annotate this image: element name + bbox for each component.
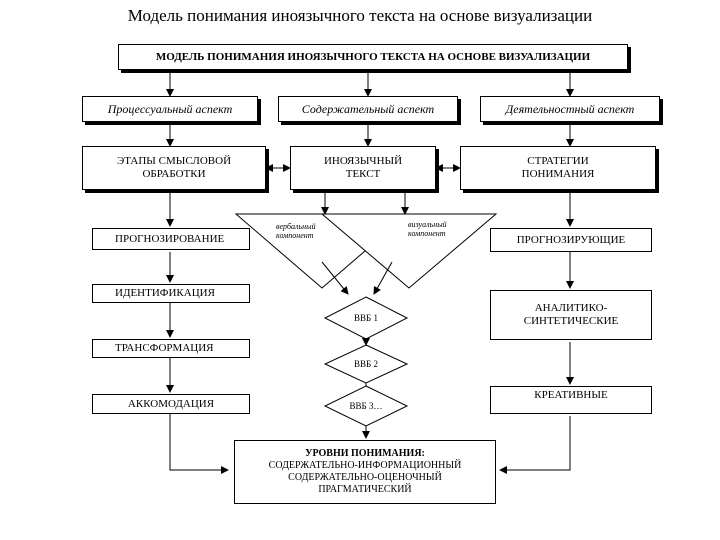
visual-component-triangle <box>320 213 498 289</box>
strategies-box: СТРАТЕГИИ ПОНИМАНИЯ <box>460 146 656 190</box>
arrow-creative-levels <box>499 416 571 474</box>
creative-strategy-box: КРЕАТИВНЫЕ <box>490 386 652 414</box>
analytic-synthetic-box: АНАЛИТИКО- СИНТЕТИЧЕСКИЕ <box>490 290 652 340</box>
semantic-processing-label: ЭТАПЫ СМЫСЛОВОЙ ОБРАБОТКИ <box>116 155 232 180</box>
arrow-verbal-vvb1 <box>321 261 349 295</box>
verbal-component-label: вербальный компонент <box>276 222 316 240</box>
vvb1-label: ВВБ 1 <box>354 313 378 323</box>
accommodation-step-label: АККОМОДАЦИЯ <box>127 397 215 410</box>
forecasting-strategy-box: ПРОГНОЗИРУЮЩИЕ <box>490 228 652 252</box>
creative-strategy-label: КРЕАТИВНЫЕ <box>534 389 608 401</box>
visual-component-label: визуальный компонент <box>408 220 447 238</box>
procedural-aspect-label: Процессуальный аспект <box>107 101 233 116</box>
forecasting-step-label: ПРОГНОЗИРОВАНИЕ <box>115 232 225 245</box>
arrow-accommodate-levels <box>169 414 229 474</box>
model-header-label: МОДЕЛЬ ПОНИМАНИЯ ИНОЯЗЫЧНОГО ТЕКСТА НА О… <box>155 50 591 63</box>
foreign-text-box: ИНОЯЗЫЧНЫЙ ТЕКСТ <box>290 146 436 190</box>
identification-step-label: ИДЕНТИФИКАЦИЯ <box>115 287 215 299</box>
identification-step-box: ИДЕНТИФИКАЦИЯ <box>92 284 250 303</box>
content-aspect-box: Содержательный аспект <box>278 96 458 122</box>
level-item: ПРАГМАТИЧЕСКИЙ <box>318 484 412 495</box>
levels-title: УРОВНИ ПОНИМАНИЯ: <box>305 448 425 459</box>
vvb3-label: ВВБ 3… <box>349 401 383 411</box>
comprehension-levels-box: УРОВНИ ПОНИМАНИЯ: СОДЕРЖАТЕЛЬНО-ИНФОРМАЦ… <box>234 440 496 504</box>
activity-aspect-label: Деятельностный аспект <box>505 101 635 116</box>
strategies-label: СТРАТЕГИИ ПОНИМАНИЯ <box>521 155 595 180</box>
transformation-step-box: ТРАНСФОРМАЦИЯ <box>92 339 250 358</box>
forecasting-strategy-label: ПРОГНОЗИРУЮЩИЕ <box>516 233 626 246</box>
content-aspect-label: Содержательный аспект <box>301 101 435 116</box>
arrow-visual-vvb1 <box>373 261 393 295</box>
semantic-processing-box: ЭТАПЫ СМЫСЛОВОЙ ОБРАБОТКИ <box>82 146 266 190</box>
vvb2-label: ВВБ 2 <box>354 359 378 369</box>
page-title: Модель понимания иноязычного текста на о… <box>127 6 593 25</box>
activity-aspect-box: Деятельностный аспект <box>480 96 660 122</box>
transformation-step-label: ТРАНСФОРМАЦИЯ <box>115 342 214 354</box>
forecasting-step-box: ПРОГНОЗИРОВАНИЕ <box>92 228 250 250</box>
level-item: СОДЕРЖАТЕЛЬНО-ОЦЕНОЧНЫЙ <box>288 472 442 483</box>
procedural-aspect-box: Процессуальный аспект <box>82 96 258 122</box>
analytic-synthetic-label: АНАЛИТИКО- СИНТЕТИЧЕСКИЕ <box>523 302 619 327</box>
level-item: СОДЕРЖАТЕЛЬНО-ИНФОРМАЦИОННЫЙ <box>268 460 462 471</box>
foreign-text-label: ИНОЯЗЫЧНЫЙ ТЕКСТ <box>323 155 403 180</box>
accommodation-step-box: АККОМОДАЦИЯ <box>92 394 250 414</box>
model-header-box: МОДЕЛЬ ПОНИМАНИЯ ИНОЯЗЫЧНОГО ТЕКСТА НА О… <box>118 44 628 70</box>
